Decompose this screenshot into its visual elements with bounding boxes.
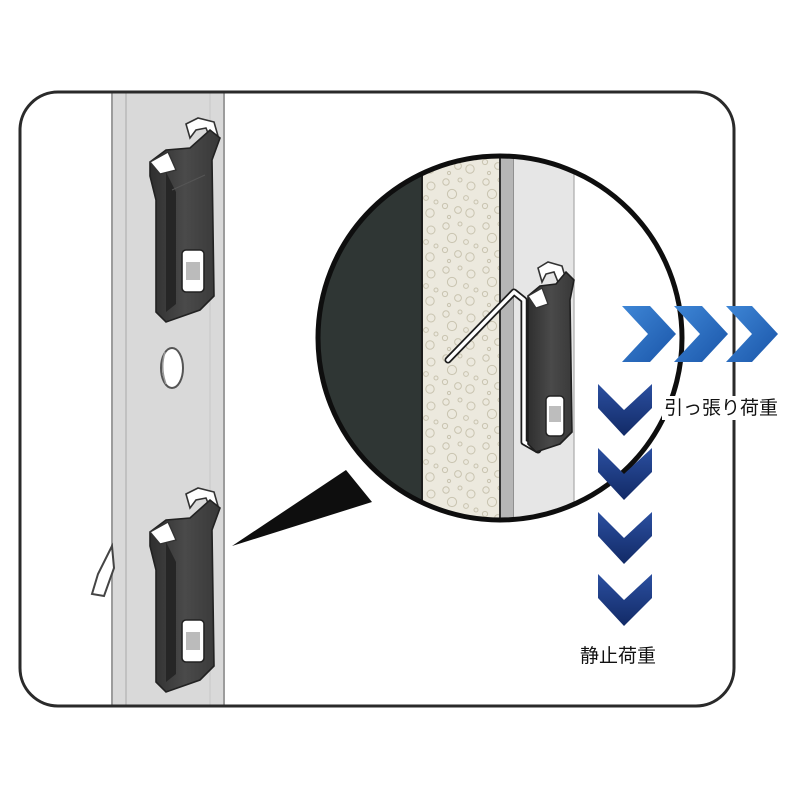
chevron-right-icon <box>726 306 778 362</box>
tension-arrows <box>622 306 778 362</box>
static-load-label: 静止荷重 <box>578 644 659 668</box>
pole-hole <box>160 347 184 389</box>
chevron-down-icon <box>598 512 652 564</box>
insulation-layer <box>422 156 500 520</box>
chevron-down-icon <box>598 448 652 500</box>
chevron-right-icon <box>674 306 728 362</box>
static-arrows <box>598 384 652 626</box>
chevron-right-icon <box>622 306 676 362</box>
chevron-down-icon <box>598 574 652 626</box>
chevron-down-icon <box>598 384 652 436</box>
callout-pointer <box>232 470 372 546</box>
tension-load-label: 引っ張り荷重 <box>662 396 781 420</box>
pole-tab <box>90 542 116 598</box>
upper-hook <box>148 117 221 323</box>
magnifier-ring <box>315 153 685 523</box>
magnified-detail <box>318 156 682 520</box>
lower-hook <box>148 487 221 693</box>
